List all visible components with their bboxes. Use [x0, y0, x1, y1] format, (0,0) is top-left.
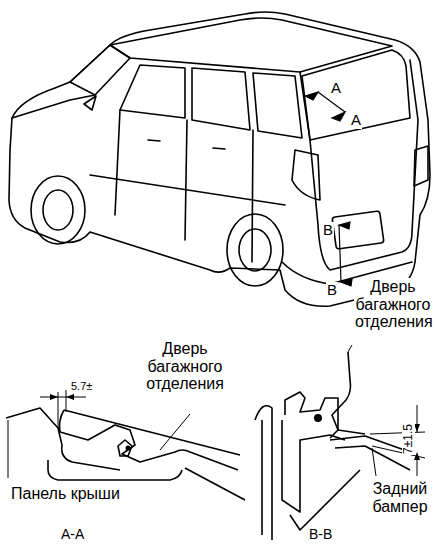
car-body	[9, 12, 430, 306]
section-title: B-B	[308, 527, 333, 542]
front-wheel	[43, 190, 73, 230]
section-letter: B	[326, 282, 338, 299]
section-line	[339, 225, 341, 282]
fastener	[126, 446, 131, 451]
section-letter: A	[330, 80, 342, 97]
leader-line	[372, 448, 376, 476]
part-label: Панель крыши	[10, 485, 121, 503]
dimension-line	[40, 390, 86, 428]
rear-window	[302, 50, 410, 140]
section-arrow	[341, 279, 352, 286]
bumper-lower	[290, 470, 360, 530]
body-section	[282, 420, 345, 512]
door-handle	[148, 140, 160, 141]
dimension-line	[370, 405, 425, 476]
leader-line	[160, 414, 190, 450]
clip	[118, 440, 132, 456]
roof-panel	[110, 18, 392, 72]
section-title: A-A	[60, 527, 85, 542]
side-window	[120, 65, 185, 118]
door-line	[115, 110, 120, 215]
part-label: Дверь багажного отделения	[354, 278, 432, 331]
body-molding	[90, 175, 285, 205]
door-handle	[213, 148, 225, 149]
bumper-section	[330, 436, 410, 470]
part-label: Задний бампер	[368, 480, 432, 515]
part-label: Дверь багажного отделения	[134, 340, 236, 393]
mirror	[84, 96, 96, 110]
section-letter: A	[350, 112, 362, 129]
dimension: 5.7±	[70, 380, 93, 392]
side-window	[192, 68, 250, 130]
fastener	[314, 414, 322, 422]
roof-panel-section	[6, 408, 120, 470]
tail-light	[292, 150, 320, 200]
rear-wheel	[239, 229, 271, 271]
dimension: 7±1.5	[402, 423, 415, 455]
leader-line	[348, 345, 352, 352]
side-window	[253, 73, 302, 138]
seal	[255, 406, 272, 540]
tailgate-inner	[48, 460, 182, 480]
section-letter: B	[322, 222, 334, 239]
section-arrow	[332, 112, 345, 121]
hood-line	[12, 95, 95, 118]
tailgate-section	[60, 410, 241, 470]
latch-bracket	[285, 392, 338, 438]
glass	[185, 468, 245, 500]
leader-line	[8, 420, 9, 478]
dimension-arrow	[50, 394, 58, 400]
dimension-arrow	[66, 394, 74, 400]
tailgate-section	[332, 352, 365, 434]
section-arrow	[305, 92, 318, 100]
door-line	[185, 120, 187, 240]
windshield	[70, 45, 130, 95]
section-arrow	[339, 222, 350, 229]
rear-wheel	[227, 214, 283, 286]
door-line	[252, 130, 253, 262]
tail-light	[414, 146, 428, 186]
front-wheel	[31, 176, 85, 244]
